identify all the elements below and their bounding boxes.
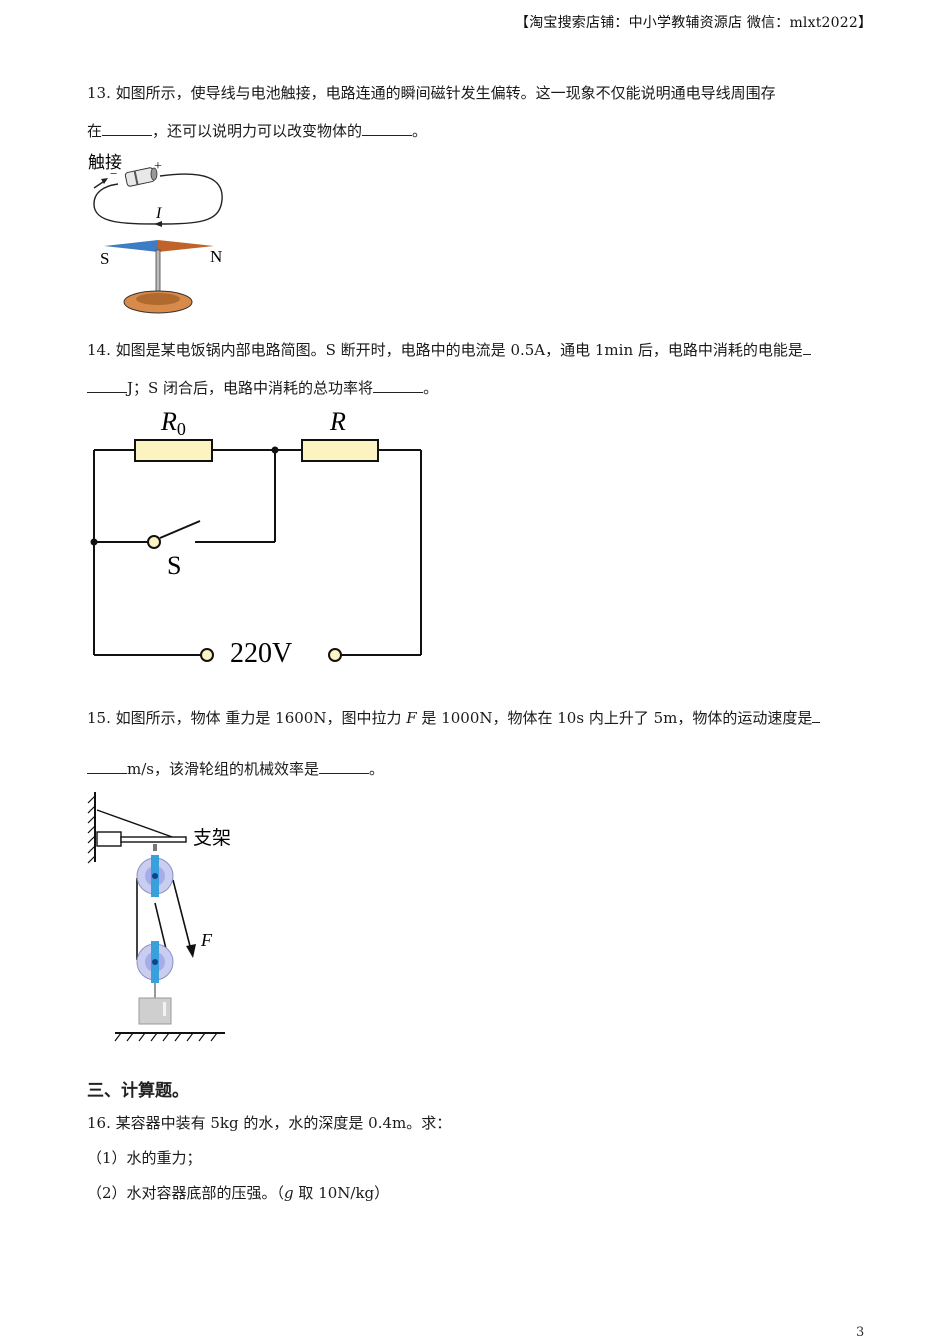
q14-text-b: 。	[423, 379, 439, 397]
q15-blank-1a[interactable]	[812, 707, 821, 723]
movable-pulley-icon	[136, 941, 174, 983]
q16-sub2-text-b: 取 10N/kg）	[293, 1184, 390, 1202]
resistor-r	[301, 439, 379, 462]
junction-dot	[271, 446, 279, 454]
q15-line1: 15. 如图所示，物体 重力是 1600N，图中拉力 F 是 1000N，物体在…	[87, 707, 821, 728]
q14-text-a: J；S 闭合后，电路中消耗的总功率将	[127, 379, 374, 397]
q15-blank-2[interactable]	[318, 758, 369, 774]
q13-blank-2[interactable]	[362, 120, 413, 136]
terminal-right	[328, 648, 342, 662]
q13-blank-1[interactable]	[102, 120, 153, 136]
page-number: 3	[856, 1325, 865, 1340]
q13-text-a: 在	[87, 122, 103, 140]
needle-north-icon	[158, 240, 214, 252]
weight-block	[138, 997, 172, 1025]
q16-sub1: （1）水的重力；	[87, 1149, 202, 1167]
wire-loop	[93, 173, 223, 225]
switch-label: S	[167, 551, 181, 580]
q15-pulley-figure: 支架 F	[87, 792, 231, 1042]
bracket-mount	[96, 831, 122, 847]
current-arrow-icon	[154, 221, 162, 227]
page-header: 【淘宝搜索店铺：中小学教辅资源店 微信：mlxt2022】	[515, 15, 873, 31]
plus-sign: +	[154, 159, 162, 174]
r0-label: R0	[160, 407, 186, 439]
section-title: 三、计算题。	[87, 1081, 189, 1101]
bracket-arm	[120, 836, 187, 843]
battery-icon	[124, 167, 158, 187]
q14-text: 14. 如图是某电饭锅内部电路简图。S 断开时，电路中的电流是 0.5A，通电 …	[87, 341, 803, 359]
north-label: N	[210, 247, 222, 266]
q13-oersted-figure: 触接 − + I S N	[88, 153, 223, 314]
touch-label: 触接	[88, 153, 122, 172]
resistor-r0	[134, 439, 213, 462]
minus-sign: −	[110, 166, 117, 181]
switch-pivot	[147, 535, 161, 549]
q14-blank-2[interactable]	[373, 377, 424, 393]
q14-blank-1b[interactable]	[87, 377, 127, 393]
q15-blank-1b[interactable]	[87, 758, 127, 774]
q13-line1: 13. 如图所示，使导线与电池触接，电路连通的瞬间磁针发生偏转。这一现象不仅能说…	[87, 84, 776, 102]
force-arrow-icon	[186, 944, 196, 958]
fixed-pulley-icon	[136, 855, 174, 897]
south-label: S	[100, 249, 109, 268]
r-label: R	[329, 407, 346, 436]
q15-text-b: 是 1000N，物体在 10s 内上升了 5m，物体的运动速度是	[416, 709, 813, 727]
bracket-label: 支架	[193, 827, 231, 849]
q14-circuit-diagram: R0 R S 220V	[90, 407, 422, 669]
needle-south-icon	[104, 240, 158, 252]
force-label: F	[200, 930, 213, 950]
q14-line2: J；S 闭合后，电路中消耗的总功率将 。	[87, 377, 438, 398]
q16-sub2-text-a: （2）水对容器底部的压强。（	[87, 1184, 285, 1202]
ground-hatch	[114, 1032, 218, 1042]
junction-dot	[90, 538, 98, 546]
q15-text-a: 15. 如图所示，物体 重力是 1600N，图中拉力	[87, 709, 407, 727]
q13-text-b: ，还可以说明力可以改变物体的	[152, 122, 363, 140]
q13-text-c: 。	[412, 122, 428, 140]
voltage-label: 220V	[230, 638, 292, 669]
current-label: I	[155, 205, 162, 222]
q15-force-symbol: F	[406, 709, 417, 727]
terminal-left	[200, 648, 214, 662]
q13-line2: 在 ，还可以说明力可以改变物体的 。	[87, 120, 427, 141]
q16-g-symbol: g	[284, 1184, 294, 1202]
q16-sub2: （2）水对容器底部的压强。（g 取 10N/kg）	[87, 1182, 389, 1203]
q16-line1: 16. 某容器中装有 5kg 的水，水的深度是 0.4m。求：	[87, 1114, 452, 1132]
q15-text-b2: 。	[368, 760, 384, 778]
wall-hatch	[87, 795, 96, 864]
q15-text-a2: m/s，该滑轮组的机械效率是	[127, 760, 319, 778]
q15-line2: m/s，该滑轮组的机械效率是 。	[87, 758, 384, 779]
q14-line1: 14. 如图是某电饭锅内部电路简图。S 断开时，电路中的电流是 0.5A，通电 …	[87, 339, 811, 360]
q14-blank-1a[interactable]	[802, 339, 811, 355]
